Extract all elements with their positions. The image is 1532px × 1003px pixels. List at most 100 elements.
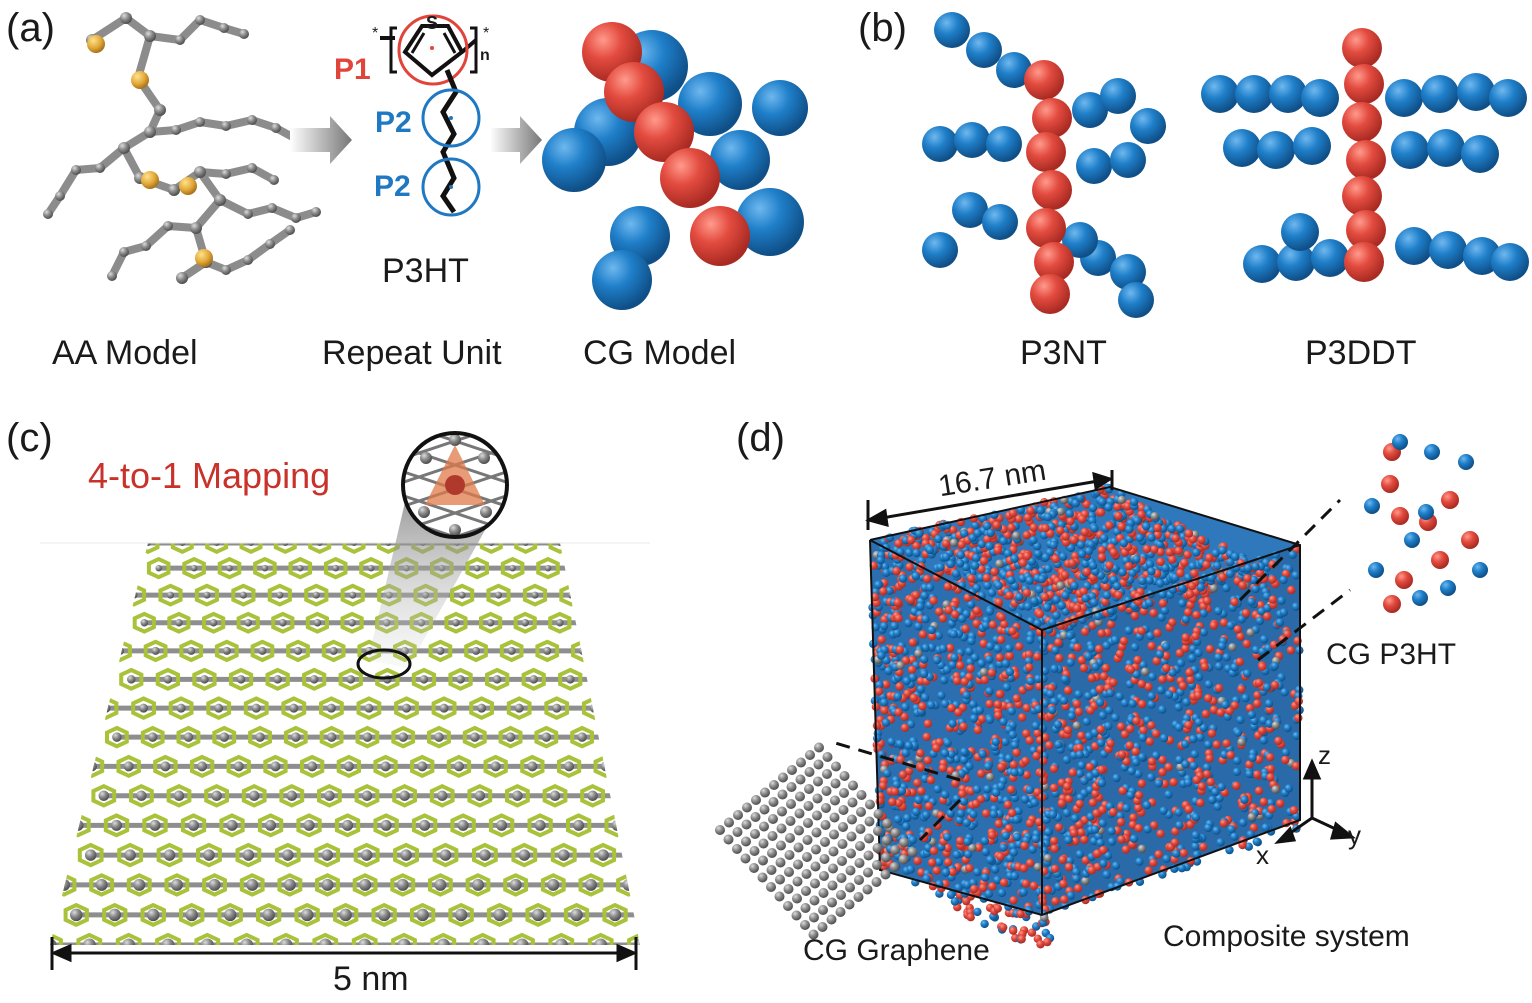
sidechain-bead [1280,688,1289,697]
sidechain-bead [1232,767,1242,777]
graphene-hexagon [534,725,559,749]
sidechain-bead [1251,584,1260,594]
graphene-bead [236,675,246,684]
backbone-bead [1079,603,1088,612]
sidechain-bead [1154,779,1163,788]
sidechain-bead [950,653,959,662]
sidechain-bead [1033,549,1043,558]
graphene-hexagon [179,902,205,928]
backbone-bead [1021,729,1031,738]
graphene-bead [149,819,161,831]
graphene-hexagon [102,902,128,928]
polymer-name: P3HT [382,252,469,290]
sidechain-bead [1004,644,1014,653]
backbone-bead [1162,664,1171,673]
backbone-bead [990,567,999,576]
sidechain-bead [1177,864,1187,873]
sidechain-bead [1188,562,1197,571]
inset-graphene-bead [768,797,779,807]
backbone-bead [1022,588,1031,598]
carbon-atom [221,121,231,131]
sidechain-bead [1131,758,1141,767]
backbone-bead [1147,641,1156,651]
graphene-hexagon [503,873,529,897]
mapped-bead [445,475,465,495]
graphene-bead [453,761,464,772]
inset-graphene-bead [775,857,786,868]
sidechain-bead [883,769,892,778]
inset-graphene-bead [768,814,778,824]
sidechain-bead [1266,798,1276,808]
sidechain-bead [1230,663,1239,672]
graphene-bead [458,591,466,599]
backbone-bead [904,766,914,776]
graphene-bead [82,938,96,945]
inset-sidechain-bead [1364,498,1380,514]
repeat-subscript-n: n [480,47,490,64]
sidechain-bead [914,622,923,631]
backbone-bead [1024,650,1034,659]
graphene-bead [567,591,575,599]
sidechain-bead [967,637,976,646]
inset-graphene-bead [800,903,811,913]
graphene-bead [95,878,108,891]
inset-graphene-bead [741,836,751,847]
inset-graphene-bead [785,816,796,826]
sidechain-bead [941,552,951,562]
inset-backbone-bead [1461,531,1479,549]
cg-model-caption: CG Model [583,334,737,372]
inset-graphene-bead [871,877,882,887]
backbone-bead [906,595,916,605]
p3ddt-sidechain-bead [1243,245,1281,283]
inset-graphene-bead [890,845,900,855]
inset-graphene-bead [796,757,806,768]
sidechain-bead [956,809,966,818]
sidechain-bead [1048,705,1057,715]
inset-graphene-bead [775,874,785,885]
sidechain-bead [1146,773,1156,782]
backbone-bead [1219,618,1229,627]
backbone-bead [1082,567,1092,577]
sidechain-bead [922,810,931,820]
sidechain-bead [1075,769,1085,778]
backbone-bead [1253,699,1262,708]
backbone-bead [1026,858,1035,868]
inset-graphene-bead [751,795,761,805]
sidechain-bead [973,867,982,877]
p3ddt-backbone-bead [1342,102,1382,142]
sidechain-bead [1247,597,1256,607]
sidechain-bead [879,621,889,631]
sidechain-bead [965,647,974,656]
graphene-bead [611,819,623,831]
inset-sidechain-bead [1458,454,1474,470]
inset-graphene-bead [822,769,832,779]
inset-graphene-bead [872,843,883,853]
backbone-bead [985,699,994,709]
sidechain-bead [1181,615,1191,624]
backbone-bead [1216,708,1225,717]
backbone-bead [1061,532,1070,541]
graphene-hexagon [410,754,435,779]
sidechain-bead [952,850,961,859]
sidechain-bead [1025,576,1034,585]
graphene-hexagon [544,696,570,721]
sidechain-bead [993,875,1002,885]
sidechain-bead [592,250,652,310]
sidechain-bead [1214,653,1223,662]
sidechain-bead [1103,851,1113,860]
graphene-bead [456,675,465,684]
backbone-bead [896,755,905,764]
sidechain-bead [1054,740,1063,749]
graphene-hexagon [535,639,560,663]
sidechain-bead [1027,557,1037,566]
sidechain-bead [957,614,967,623]
graphene-bead [380,819,392,831]
carbon-atom [219,23,229,33]
inset-graphene-bead [804,767,815,777]
backbone-bead [972,606,982,615]
p3nt-backbone-bead [1026,208,1066,248]
sidechain-bead [947,750,956,759]
backbone-bead [870,592,880,602]
graphene-bead [362,732,373,742]
backbone-bead [1134,791,1144,800]
